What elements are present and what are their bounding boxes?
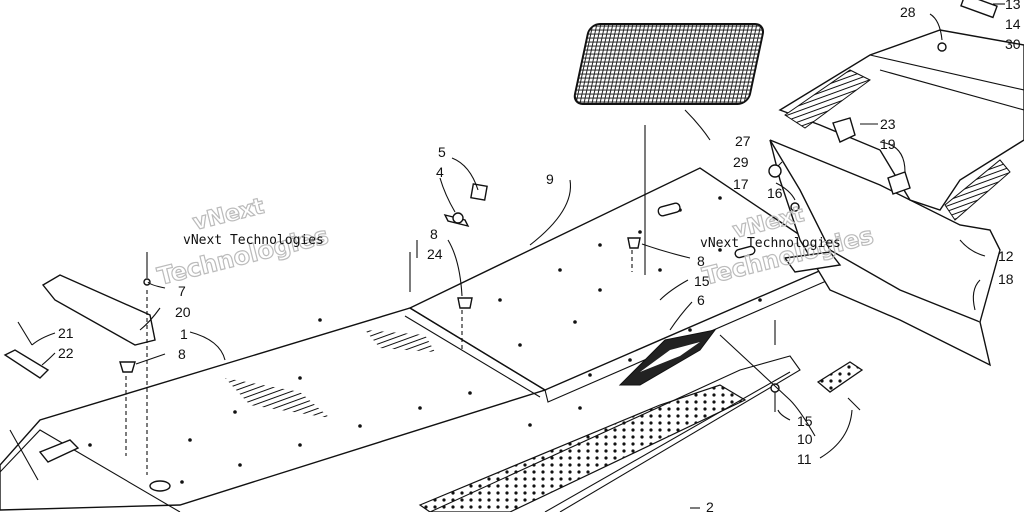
seat-mat — [573, 23, 765, 105]
callout-11: 11 — [797, 451, 812, 467]
callout-21: 21 — [58, 325, 74, 341]
callout-8-c: 8 — [178, 346, 186, 362]
callout-10: 10 — [797, 431, 813, 447]
callout-8-a: 8 — [430, 226, 438, 242]
callout-1: 1 — [180, 326, 188, 342]
callout-19: 19 — [880, 136, 896, 152]
leader-lines — [9, 3, 1005, 509]
callout-7: 7 — [178, 283, 186, 299]
running-board — [418, 384, 747, 512]
callout-28: 28 — [900, 4, 916, 20]
callout-8-b: 8 — [697, 253, 705, 269]
rear-spoiler — [778, 29, 1024, 211]
callout-22: 22 — [58, 345, 74, 361]
callout-6: 6 — [697, 292, 705, 308]
svg-text:vNext Technologies: vNext Technologies — [700, 236, 841, 251]
callout-12: 12 — [998, 248, 1014, 264]
callout-13: 13 — [1005, 0, 1021, 12]
callout-18: 18 — [998, 271, 1014, 287]
callout-27: 27 — [735, 133, 751, 149]
callout-2: 2 — [706, 499, 714, 512]
svg-text:vNext Technologies: vNext Technologies — [183, 233, 324, 248]
callout-30: 30 — [1005, 36, 1021, 52]
bracket-part — [41, 274, 156, 346]
callout-20: 20 — [175, 304, 191, 320]
callout-15-b: 15 — [797, 413, 813, 429]
callout-14: 14 — [1005, 16, 1021, 32]
callout-labels: 13 14 30 28 27 23 19 29 17 16 12 18 5 4 … — [58, 0, 1021, 512]
callout-5: 5 — [438, 144, 446, 160]
callout-15-a: 15 — [694, 273, 710, 289]
callout-17: 17 — [733, 176, 749, 192]
svg-text:vNext: vNext — [190, 194, 267, 236]
tunnel-holes — [88, 196, 762, 484]
callout-29: 29 — [733, 154, 749, 170]
callout-4: 4 — [436, 164, 444, 180]
callout-9: 9 — [546, 171, 554, 187]
rear-bumper — [769, 139, 992, 367]
footrest — [816, 361, 864, 393]
callout-23: 23 — [880, 116, 896, 132]
callout-24: 24 — [427, 246, 443, 262]
svg-text:Technologies: Technologies — [155, 221, 332, 291]
callout-16: 16 — [767, 185, 783, 201]
fasteners — [17, 183, 861, 412]
